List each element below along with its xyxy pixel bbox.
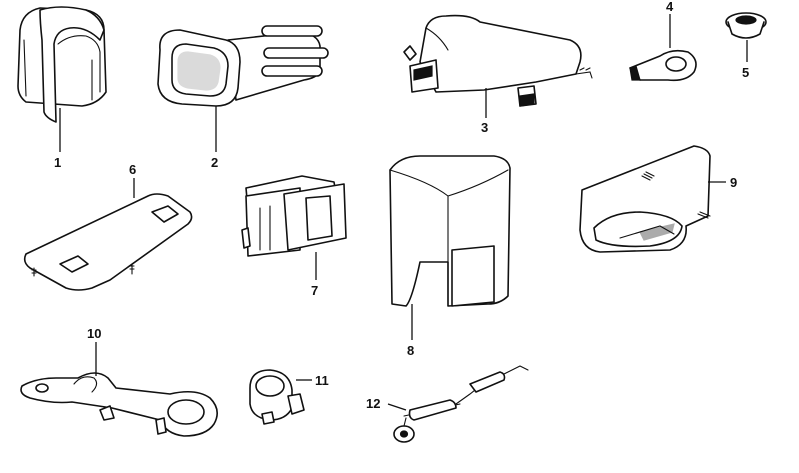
part-2-connector-housing	[157, 25, 329, 107]
part-9-bracket	[579, 145, 711, 253]
callout-2: 2	[211, 155, 218, 170]
callout-3: 3	[481, 120, 488, 135]
callout-4: 4	[666, 0, 674, 14]
part-12-lead-wire	[393, 365, 529, 443]
part-10-strap	[20, 372, 218, 437]
part-8-tall-cover	[389, 155, 511, 307]
part-4-ring-terminal	[629, 49, 697, 82]
callout-9: 9	[730, 175, 737, 190]
callout-5: 5	[742, 65, 749, 80]
callout-8: 8	[407, 343, 414, 358]
callout-12: 12	[366, 396, 380, 411]
callout-6: 6	[129, 162, 136, 177]
part-6-flat-plate	[23, 193, 193, 291]
part-7-connector-block	[241, 175, 347, 257]
callout-7: 7	[311, 283, 318, 298]
part-5-grommet	[725, 12, 767, 39]
part-1-boot-cover	[17, 6, 107, 123]
callout-11: 11	[315, 373, 329, 388]
callout-1: 1	[54, 155, 61, 170]
callout-10: 10	[87, 326, 101, 341]
leader-lines	[59, 14, 748, 411]
part-11-clamp	[249, 369, 305, 425]
part-3-long-cover	[403, 14, 593, 107]
